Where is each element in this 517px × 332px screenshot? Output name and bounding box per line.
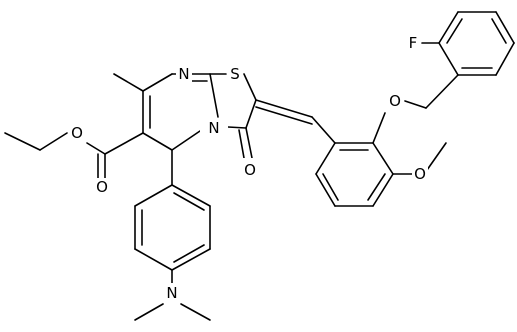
bond-n2-c5 bbox=[171, 130, 201, 151]
bond-fp2-fp3 bbox=[495, 42, 515, 76]
atom-o-ester-double: O bbox=[96, 178, 108, 196]
bond-n-me2 bbox=[180, 303, 211, 321]
bond-c3-o-a bbox=[245, 127, 253, 159]
label-bg bbox=[200, 118, 228, 138]
bond-ar3-ar4-inner bbox=[367, 173, 386, 201]
bond-os-ch2 bbox=[39, 132, 68, 151]
bond-c2-ch-b bbox=[255, 106, 313, 125]
bond-ar6-ar1 bbox=[315, 142, 336, 175]
atom-n2: N bbox=[208, 119, 219, 137]
label-bg bbox=[227, 65, 243, 83]
bond-c3-o-b bbox=[238, 129, 245, 159]
bond-c7-methyl bbox=[113, 73, 144, 92]
label-bg bbox=[412, 165, 428, 185]
bond-ar5-ar6 bbox=[315, 173, 336, 207]
atom-labels: N S N O O O O O F N bbox=[69, 34, 428, 303]
bond-c6-cester bbox=[104, 132, 144, 155]
label-bg bbox=[164, 283, 180, 303]
atom-o-ester-single: O bbox=[71, 124, 83, 142]
bond-cester-os bbox=[86, 142, 106, 155]
bond-o-ch2 bbox=[404, 100, 427, 109]
bond-c7-c8 bbox=[142, 73, 173, 92]
atom-n1: N bbox=[178, 65, 189, 83]
atom-f: F bbox=[409, 34, 418, 52]
bond-fp6-fp1 bbox=[438, 42, 459, 76]
bond-c5-c6 bbox=[142, 132, 173, 151]
label-bg bbox=[176, 65, 192, 83]
bond-c3-n2 bbox=[227, 126, 247, 129]
bond-ph4-ph5 bbox=[134, 248, 173, 271]
atom-o-methoxy: O bbox=[414, 165, 426, 183]
bond-ch-ring bbox=[311, 116, 336, 144]
bond-ph3-ph4-inner bbox=[173, 244, 205, 263]
bond-ch2-ch3 bbox=[4, 132, 41, 151]
atom-o-benzyloxy: O bbox=[389, 92, 401, 110]
bond-ph3-ph4 bbox=[171, 248, 211, 271]
atom-o-carbonyl: O bbox=[244, 161, 256, 179]
bond-fp5-fp6 bbox=[438, 11, 459, 44]
label-bg bbox=[387, 92, 403, 112]
bonds bbox=[4, 11, 515, 321]
bond-c2-ch-a bbox=[255, 99, 313, 118]
bond-ph1-ph2 bbox=[171, 184, 211, 207]
bond-ome-ch3 bbox=[426, 142, 447, 171]
bond-fp3-fp4-inner bbox=[491, 18, 507, 44]
bond-ar3-ar4 bbox=[372, 173, 394, 207]
label-bg bbox=[94, 178, 110, 198]
bond-fp5-fp6-inner bbox=[446, 18, 463, 44]
label-bg bbox=[405, 34, 421, 54]
bond-c9-n2 bbox=[209, 73, 219, 118]
bond-ar5-ar6-inner bbox=[322, 173, 339, 201]
bond-ar2-o bbox=[372, 112, 386, 144]
bond-ph6-ph1 bbox=[134, 184, 173, 207]
bond-c2-c3 bbox=[245, 99, 257, 129]
label-bg bbox=[242, 158, 258, 178]
label-bg bbox=[69, 124, 85, 144]
bond-ph1-ph2-inner bbox=[173, 192, 205, 211]
bond-ar2-ar3 bbox=[372, 142, 394, 175]
bond-ch2-fph bbox=[425, 74, 459, 109]
bond-s1-c2 bbox=[243, 73, 257, 101]
bond-n-me1 bbox=[134, 303, 164, 321]
atom-s1: S bbox=[230, 65, 240, 83]
atom-n-dimethylamino: N bbox=[166, 284, 177, 302]
bond-fp3-fp4 bbox=[495, 11, 515, 44]
